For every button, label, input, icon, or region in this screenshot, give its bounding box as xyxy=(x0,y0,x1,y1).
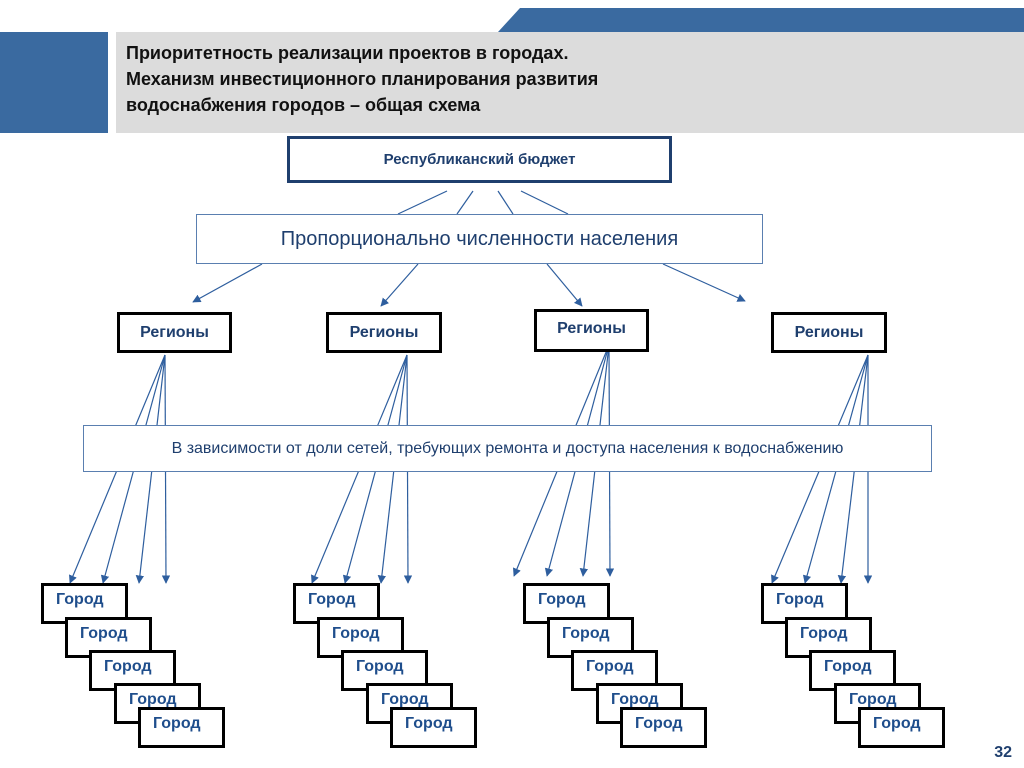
arrow-to-region-1 xyxy=(192,263,263,303)
arrow-to-region-2 xyxy=(380,263,419,307)
network-repair-criteria-box: В зависимости от доли сетей, требующих р… xyxy=(83,425,932,472)
budget-connector-2 xyxy=(456,190,474,215)
header-accent-bar xyxy=(498,8,1024,32)
region-box-4: Регионы xyxy=(771,312,887,353)
region-box-3: Регионы xyxy=(534,309,649,352)
budget-connector-1 xyxy=(397,190,448,215)
page-number: 32 xyxy=(994,744,1012,761)
budget-box: Республиканский бюджет xyxy=(287,136,672,183)
region-box-2: Регионы xyxy=(326,312,442,353)
city-box: Город xyxy=(834,683,921,724)
city-box: Город xyxy=(620,707,707,748)
page-title: Приоритетность реализации проектов в гор… xyxy=(126,43,599,115)
population-criteria-box: Пропорционально численности населения xyxy=(196,214,763,264)
title-panel: Приоритетность реализации проектов в гор… xyxy=(116,32,1024,133)
budget-connector-4 xyxy=(520,190,569,215)
city-box: Город xyxy=(390,707,477,748)
header-accent-block xyxy=(0,32,108,133)
arrow-to-region-4 xyxy=(662,263,746,302)
city-box: Город xyxy=(858,707,945,748)
region-box-1: Регионы xyxy=(117,312,232,353)
budget-connector-3 xyxy=(497,190,514,215)
city-box: Город xyxy=(293,583,380,624)
city-box: Город xyxy=(65,617,152,658)
city-box: Город xyxy=(138,707,225,748)
arrow-to-region-3 xyxy=(546,263,583,307)
